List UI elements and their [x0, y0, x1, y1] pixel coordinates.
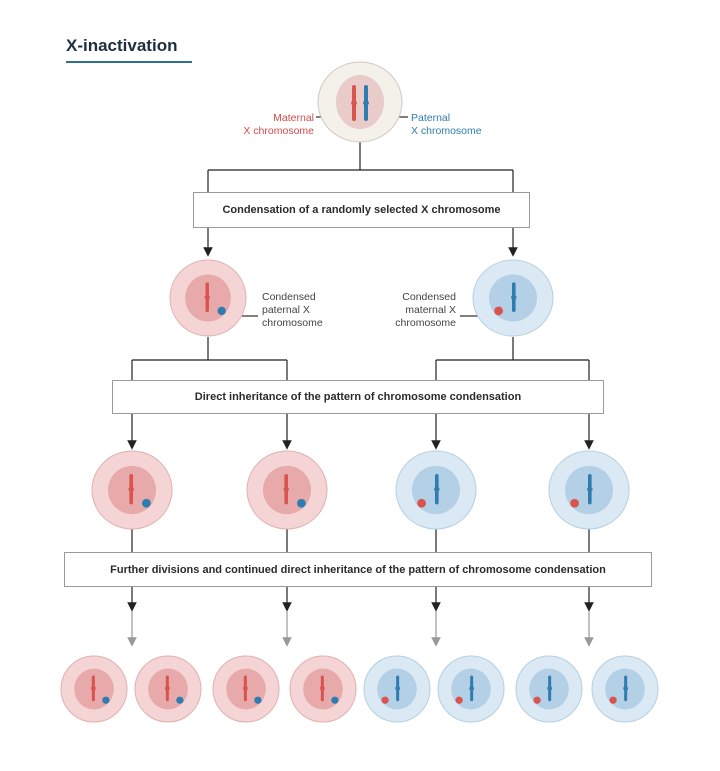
gen3-cell-3-barr-body: [254, 696, 262, 704]
gen2-blue-cell-2: [548, 450, 630, 530]
gen3-cell-5: [363, 655, 431, 723]
step2-text: Direct inheritance of the pattern of chr…: [194, 391, 522, 403]
maternal-x-label: Maternal X chromosome: [243, 112, 314, 137]
gen3-cell-5-paternal-chromosome-centromere: [395, 686, 401, 691]
gen3-cell-1-barr-body: [102, 696, 110, 704]
diagram-title: X-inactivation: [66, 36, 178, 55]
gen3-cell-6: [437, 655, 505, 723]
gen3-cell-4: [289, 655, 357, 723]
gen3-cell-4-barr-body: [331, 696, 339, 704]
gen3-cell-5-barr-body: [381, 696, 389, 704]
gen1-blue-cell-barr-body: [494, 306, 503, 316]
gen2-pink-cell-2-barr-body: [297, 498, 306, 508]
step1-text: Condensation of a randomly selected X ch…: [222, 204, 501, 216]
gen2-pink-cell-1-maternal-chromosome-centromere: [128, 487, 134, 492]
gen3-cell-2: [134, 655, 202, 723]
condensed-paternal-label: Condensed paternal X chromosome: [262, 291, 323, 329]
gen1-pink-cell: [169, 259, 247, 337]
zygote-nucleus: [336, 75, 384, 129]
gen3-cell-1: [60, 655, 128, 723]
gen2-pink-cell-2: [246, 450, 328, 530]
gen3-cell-4-maternal-chromosome-centromere: [319, 686, 325, 691]
gen3-cell-2-maternal-chromosome-centromere: [164, 686, 170, 691]
zygote-maternal-chromosome-centromere: [351, 101, 357, 105]
gen2-blue-cell-1-barr-body: [417, 498, 426, 508]
gen3-cell-8: [591, 655, 659, 723]
gen2-blue-cell-1-paternal-chromosome-centromere: [434, 487, 440, 492]
gen1-pink-cell-barr-body: [217, 306, 226, 316]
connector-lines: [127, 116, 594, 647]
gen3-cell-2-barr-body: [176, 696, 184, 704]
step3-text: Further divisions and continued direct i…: [110, 563, 606, 576]
gen3-cell-1-maternal-chromosome-centromere: [90, 686, 96, 691]
gen2-pink-cell-2-maternal-chromosome-centromere: [283, 487, 289, 492]
zygote-cell: [317, 61, 403, 143]
gen1-blue-cell-paternal-chromosome-centromere: [511, 295, 517, 300]
gen2-blue-cell-2-barr-body: [570, 498, 579, 508]
paternal-x-label: Paternal X chromosome: [411, 112, 482, 137]
gen2-pink-cell-1: [91, 450, 173, 530]
gen3-cell-7: [515, 655, 583, 723]
gen2-pink-cell-1-barr-body: [142, 498, 151, 508]
gen1-blue-cell: [472, 259, 554, 337]
title-underline: [66, 61, 192, 63]
gen3-cell-3-maternal-chromosome-centromere: [242, 686, 248, 691]
condensed-maternal-label: Condensed maternal X chromosome: [395, 291, 456, 329]
zygote-paternal-chromosome-centromere: [363, 101, 369, 105]
gen3-cell-8-barr-body: [609, 696, 617, 704]
gen3-cell-7-paternal-chromosome-centromere: [547, 686, 553, 691]
gen2-blue-cell-1: [395, 450, 477, 530]
gen1-pink-cell-maternal-chromosome-centromere: [204, 295, 210, 300]
gen2-blue-cell-2-paternal-chromosome-centromere: [587, 487, 593, 492]
gen3-cell-3: [212, 655, 280, 723]
cells-layer: [60, 61, 659, 723]
gen3-cell-6-barr-body: [455, 696, 463, 704]
step2-box: Direct inheritance of the pattern of chr…: [112, 380, 604, 414]
gen3-cell-8-paternal-chromosome-centromere: [623, 686, 629, 691]
gen3-cell-6-paternal-chromosome-centromere: [469, 686, 475, 691]
gen3-cell-7-barr-body: [533, 696, 541, 704]
step3-box: Further divisions and continued direct i…: [64, 552, 652, 587]
step1-box: Condensation of a randomly selected X ch…: [193, 192, 530, 228]
